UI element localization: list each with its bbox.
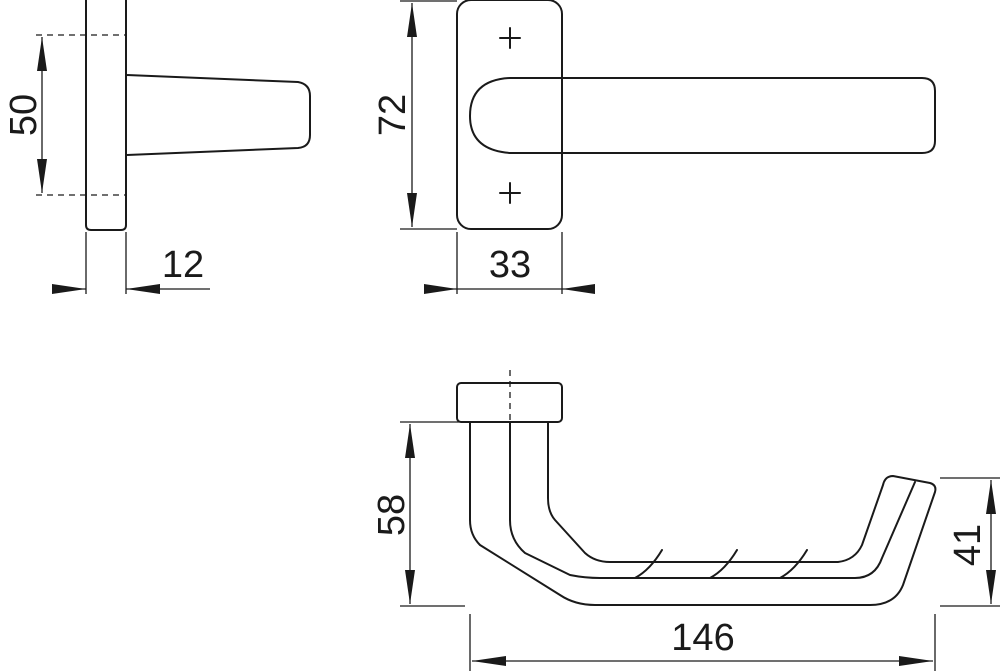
screw-hole-bottom-icon: [499, 182, 521, 204]
top-lever-inner: [509, 421, 916, 579]
side-rose-plate: [85, 0, 127, 231]
dim-label-33: 33: [489, 244, 531, 286]
front-view: 72 33: [372, 0, 936, 294]
screw-hole-top-icon: [499, 27, 521, 49]
front-rose-plate: [456, 0, 563, 230]
grip-ridges: [634, 549, 808, 579]
dim-label-58: 58: [371, 494, 413, 536]
dim-label-50: 50: [3, 94, 45, 136]
dim-label-41: 41: [947, 524, 989, 566]
dim-label-12: 12: [162, 244, 204, 286]
dim-label-72: 72: [372, 94, 414, 136]
top-view: 58 41 146: [371, 370, 1000, 671]
top-lever-outer: [469, 421, 937, 606]
dim-label-146: 146: [671, 617, 734, 659]
front-lever: [469, 77, 936, 154]
side-view: 50 12: [3, 0, 311, 294]
side-lever: [125, 74, 311, 156]
